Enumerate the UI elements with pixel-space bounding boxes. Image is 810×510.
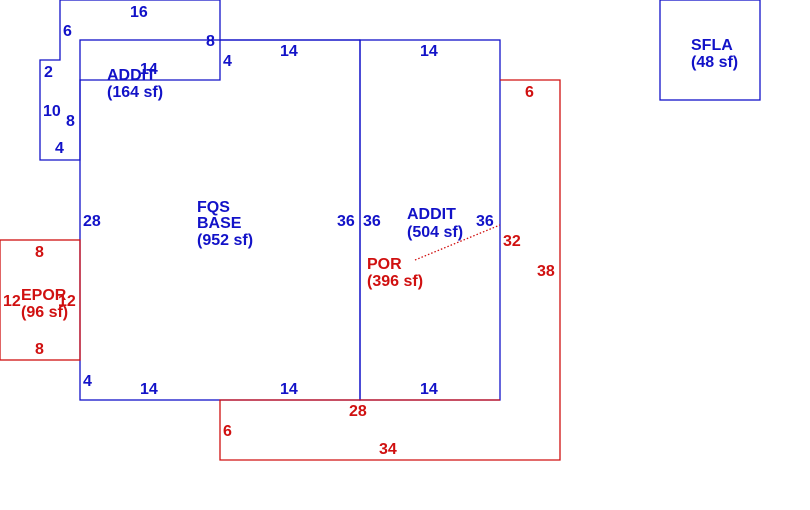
dim-label: 8 <box>206 33 215 50</box>
dim-label: 8 <box>35 244 44 261</box>
por-leader-line <box>414 224 501 261</box>
dim-label: 16 <box>130 4 148 21</box>
addit-top-area: (164 sf) <box>107 84 163 101</box>
dim-label: 12 <box>3 293 21 310</box>
dim-label: 6 <box>525 84 534 101</box>
dim-label: 2 <box>44 64 53 81</box>
dim-label: 14 <box>420 381 438 398</box>
epor-outline <box>0 239 81 361</box>
dim-label: 14 <box>140 61 158 78</box>
dim-label: 14 <box>280 43 298 60</box>
dim-label: 6 <box>223 423 232 440</box>
dim-label: 4 <box>83 373 92 390</box>
addit-right-name: ADDIT <box>407 206 456 223</box>
dim-label: 12 <box>58 293 76 310</box>
dim-label: 28 <box>83 213 101 230</box>
dim-label: 36 <box>337 213 355 230</box>
dim-label: 4 <box>55 140 64 157</box>
sfla-name: SFLA <box>691 37 733 54</box>
fqs-base-area: (952 sf) <box>197 232 253 249</box>
dim-label: 36 <box>363 213 381 230</box>
fqs-base-name-2: BASE <box>197 215 242 232</box>
sfla-outline <box>659 0 761 101</box>
sfla-area: (48 sf) <box>691 54 738 71</box>
addit-right-area: (504 sf) <box>407 224 463 241</box>
dim-label: 14 <box>420 43 438 60</box>
dim-label: 8 <box>66 113 75 130</box>
dim-label: 10 <box>43 103 61 120</box>
dim-label: 32 <box>503 233 521 250</box>
dim-label: 4 <box>223 53 232 70</box>
epor-area: (96 sf) <box>21 304 68 321</box>
epor-name: EPOR <box>21 287 67 304</box>
dim-label: 36 <box>476 213 494 230</box>
por-outline <box>219 79 561 461</box>
dim-label: 14 <box>140 381 158 398</box>
dim-label: 14 <box>280 381 298 398</box>
dim-label: 34 <box>379 441 397 458</box>
dim-label: 38 <box>537 263 555 280</box>
fqs-base-name-1: FQS <box>197 199 230 216</box>
dim-label: 28 <box>349 403 367 420</box>
dim-label: 6 <box>63 23 72 40</box>
addit-top-name: ADDIT <box>107 67 156 84</box>
dim-label: 8 <box>35 341 44 358</box>
por-name: POR <box>367 256 402 273</box>
por-area: (396 sf) <box>367 273 423 290</box>
